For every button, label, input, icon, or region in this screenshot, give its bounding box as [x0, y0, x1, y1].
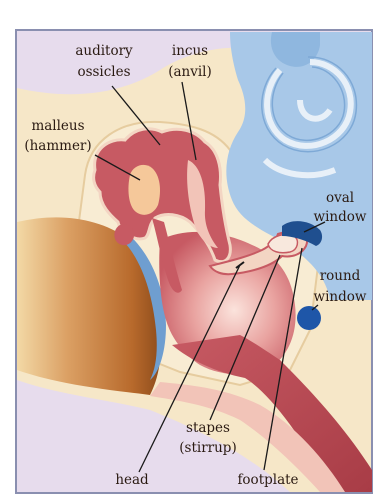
- label-oval-window-line2: window: [314, 209, 367, 225]
- label-stapes-line1: stapes: [186, 420, 230, 436]
- label-auditory-ossicles-line2: ossicles: [77, 64, 130, 80]
- label-round-window-line2: window: [314, 289, 367, 305]
- label-round-window-line1: round: [320, 268, 361, 284]
- label-incus-line2: (anvil): [168, 64, 212, 80]
- label-malleus-line2: (hammer): [24, 138, 91, 154]
- label-stapes-line2: (stirrup): [179, 440, 236, 456]
- label-malleus-line1: malleus: [31, 118, 84, 134]
- malleus-process: [114, 224, 134, 245]
- label-head: head: [115, 472, 149, 488]
- round-window: [297, 306, 321, 330]
- label-incus-line1: incus: [172, 43, 208, 59]
- label-oval-window-line1: oval: [326, 190, 354, 206]
- label-auditory-ossicles-line1: auditory: [75, 43, 133, 59]
- malleus-head: [128, 165, 160, 215]
- label-footplate: footplate: [237, 472, 298, 488]
